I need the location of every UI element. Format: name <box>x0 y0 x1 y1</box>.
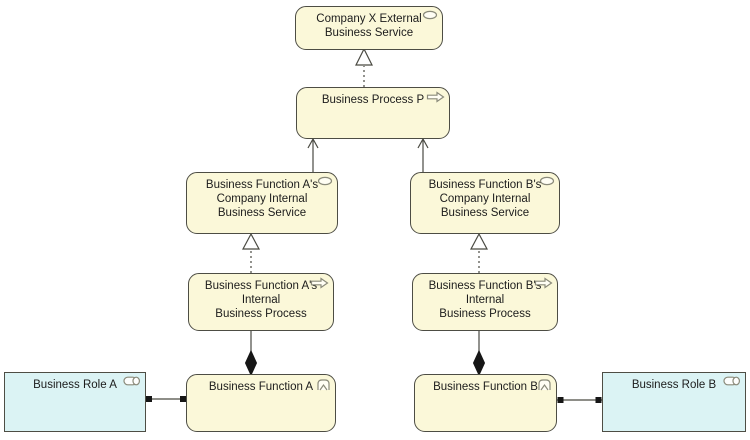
business-service-icon <box>317 176 333 186</box>
serving-arrow-service-b-to-processp <box>417 137 429 172</box>
serving-arrow-service-a-to-processp <box>307 137 319 172</box>
composition-link-function-a-to-process-a <box>244 331 258 377</box>
business-process-icon <box>426 91 445 103</box>
node-business-function-b-internal-process: Business Function A's Internal Business … <box>412 273 558 331</box>
node-label: Business Process P <box>321 94 425 106</box>
node-company-x-external-business-service: Company X External Business Service <box>295 6 443 50</box>
business-service-icon <box>539 176 555 186</box>
node-label: Business Role B <box>631 379 717 391</box>
node-business-function-b-internal-service: Business Function B's Company Internal B… <box>410 172 560 234</box>
business-function-icon <box>537 378 552 391</box>
node-label: Business Role A <box>33 379 117 391</box>
node-label: Business Function A <box>208 381 314 393</box>
node-business-function-a-internal-service: Business Function A's Company Internal B… <box>186 172 338 234</box>
node-business-role-b: Business Role B <box>602 372 746 432</box>
business-service-icon <box>422 10 438 20</box>
node-business-role-a: Business Role A <box>4 372 146 432</box>
node-label: Business Function B <box>433 381 538 393</box>
node-business-process-p: Business Process P <box>296 87 450 139</box>
node-label: Business Function A's Internal Business … <box>204 280 318 320</box>
composition-link-function-b-to-process-b <box>472 331 486 377</box>
assignment-link-function-b-to-role-b <box>557 397 602 403</box>
realization-arrow-processp-to-external-service <box>355 47 373 87</box>
business-process-icon <box>310 277 329 289</box>
assignment-link-role-a-to-function-a <box>146 396 186 402</box>
node-label: Business Function B's Company Internal B… <box>428 179 542 219</box>
node-label: Business Function A's Company Internal B… <box>205 179 319 219</box>
business-process-icon <box>534 277 553 289</box>
node-business-function-a: Business Function A <box>186 374 336 432</box>
business-function-icon <box>316 378 331 391</box>
business-role-icon <box>723 376 741 386</box>
realization-arrow-process-b-to-service-b <box>470 232 488 273</box>
realization-arrow-process-a-to-service-a <box>242 232 260 273</box>
business-role-icon <box>123 376 141 386</box>
node-business-function-b: Business Function B <box>414 374 557 432</box>
node-business-function-a-internal-process: Business Function A's Internal Business … <box>188 273 334 331</box>
node-label: Company X External Business Service <box>316 13 422 39</box>
